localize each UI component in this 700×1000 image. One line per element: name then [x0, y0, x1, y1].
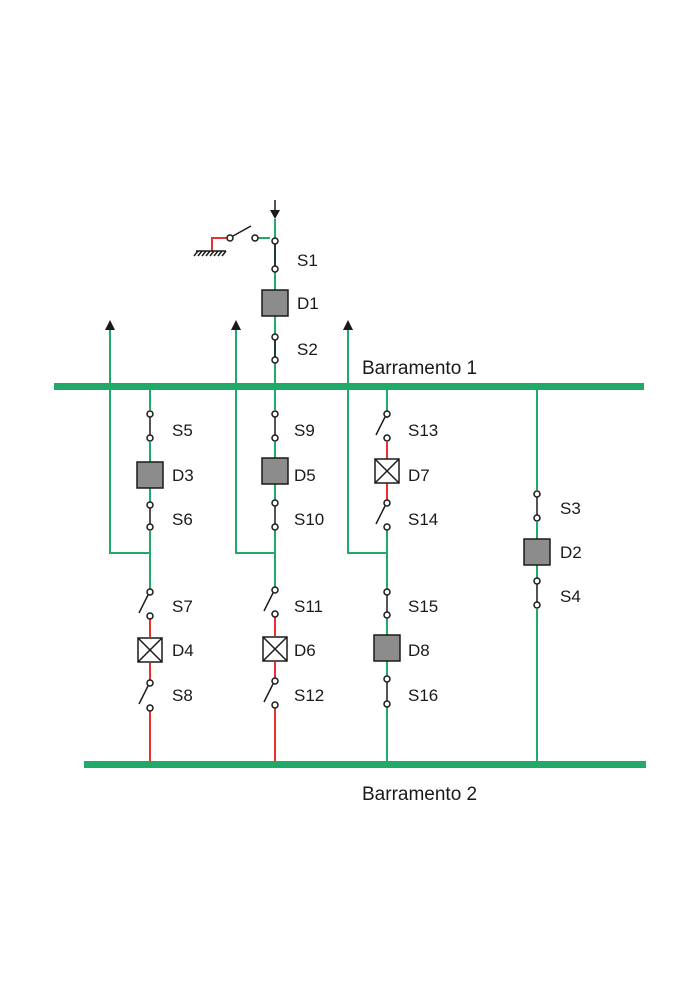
switch-s9-label: S9 [294, 421, 315, 440]
switch-s3[interactable] [533, 490, 541, 522]
switch-s14-label: S14 [408, 510, 438, 529]
switch-s10-label: S10 [294, 510, 324, 529]
switch-s5-label: S5 [172, 421, 193, 440]
switch-s14[interactable] [375, 499, 391, 531]
ground-icon [193, 250, 227, 257]
switch-s11[interactable] [263, 586, 279, 618]
busbar-2 [84, 761, 646, 768]
breaker-d7-label: D7 [408, 466, 430, 485]
switch-s13[interactable] [375, 410, 391, 442]
switch-s7[interactable] [138, 588, 154, 620]
switch-s10[interactable] [271, 499, 279, 531]
breaker-d1[interactable] [261, 289, 289, 317]
arrow-down-icon [270, 210, 280, 219]
arrow-up-icon [343, 320, 353, 330]
switch-s16-label: S16 [408, 686, 438, 705]
breaker-d5-label: D5 [294, 466, 316, 485]
switch-s1[interactable] [271, 237, 279, 273]
breaker-d3-label: D3 [172, 466, 194, 485]
breaker-d2[interactable] [523, 538, 551, 566]
breaker-d1-label: D1 [297, 294, 319, 313]
breaker-d2-label: D2 [560, 543, 582, 562]
ground-switch[interactable] [226, 225, 259, 242]
breaker-d5[interactable] [261, 457, 289, 485]
arrow-up-icon [231, 320, 241, 330]
switch-s13-label: S13 [408, 421, 438, 440]
arrow-up-icon [105, 320, 115, 330]
outgoing-feeder-3 [343, 320, 387, 554]
breaker-d6[interactable] [262, 636, 288, 662]
breaker-d3[interactable] [136, 461, 164, 489]
switch-s8-label: S8 [172, 686, 193, 705]
switch-s4-label: S4 [560, 587, 581, 606]
busbar-2-label: Barramento 2 [362, 784, 477, 805]
switch-s9[interactable] [271, 410, 279, 442]
breaker-d6-label: D6 [294, 641, 316, 660]
outgoing-feeder-2 [231, 320, 275, 554]
breaker-d8[interactable] [373, 634, 401, 662]
switch-s2[interactable] [271, 333, 279, 364]
breaker-d7[interactable] [374, 458, 400, 484]
outgoing-feeder-1 [105, 320, 150, 554]
breaker-d8-label: D8 [408, 641, 430, 660]
switch-s2-label: S2 [297, 340, 318, 359]
switch-s7-label: S7 [172, 597, 193, 616]
switch-s16[interactable] [383, 675, 391, 708]
switch-s5[interactable] [146, 410, 154, 442]
switch-s8[interactable] [138, 679, 154, 712]
switch-s1-label: S1 [297, 251, 318, 270]
switch-s6-label: S6 [172, 510, 193, 529]
switch-s15-label: S15 [408, 597, 438, 616]
switch-s3-label: S3 [560, 499, 581, 518]
switch-s11-label: S11 [294, 597, 323, 616]
switch-s12[interactable] [263, 677, 279, 709]
switch-s15[interactable] [383, 588, 391, 619]
incoming-feeder [193, 200, 280, 383]
busbar-1-label: Barramento 1 [362, 358, 477, 379]
switch-s6[interactable] [146, 501, 154, 531]
switch-s12-label: S12 [294, 686, 324, 705]
switch-s4[interactable] [533, 577, 541, 609]
breaker-d4-label: D4 [172, 641, 194, 660]
breaker-d4[interactable] [137, 637, 163, 663]
